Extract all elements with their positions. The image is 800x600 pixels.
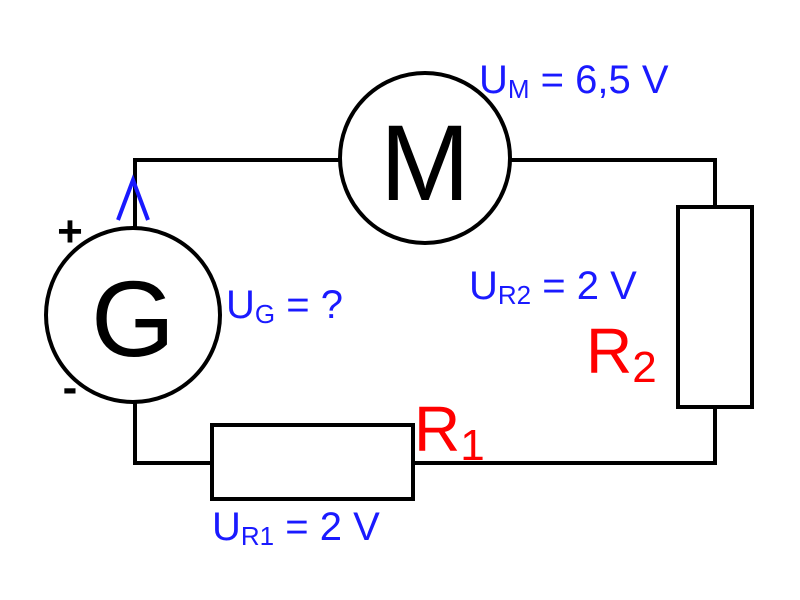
r1-name-letter: R	[414, 393, 460, 465]
r1-name-label: R1	[414, 393, 485, 470]
r1-name-subscript: 1	[460, 421, 484, 470]
generator-voltage-label: UG = ?	[226, 283, 343, 329]
r2-name-subscript: 2	[632, 343, 656, 392]
resistor-r1-body	[210, 423, 415, 501]
generator-voltage-value: = ?	[275, 283, 343, 327]
motor-voltage-value: = 6,5 V	[530, 58, 669, 102]
r2-name-label: R2	[586, 315, 657, 392]
motor-voltage-label: UM = 6,5 V	[479, 58, 669, 104]
resistor-r2	[676, 205, 754, 409]
resistor-r1	[210, 423, 415, 501]
wire-top-right	[510, 158, 717, 207]
r2-voltage-prefix: U	[469, 264, 498, 308]
motor-circle	[338, 71, 512, 245]
generator-symbol: G	[91, 258, 175, 379]
motor-symbol: M	[380, 102, 470, 223]
generator-voltage-subscript: G	[255, 299, 275, 329]
r2-name-letter: R	[586, 315, 632, 387]
r2-voltage-value: = 2 V	[531, 264, 637, 308]
r1-voltage-subscript: R1	[241, 521, 274, 551]
generator-plus-sign: +	[57, 207, 83, 256]
wires	[133, 158, 717, 465]
wire-right-bottom	[413, 407, 717, 465]
motor-voltage-prefix: U	[479, 58, 508, 102]
r1-voltage-value: = 2 V	[274, 505, 380, 549]
wire-top-left	[133, 158, 340, 227]
generator-voltage-prefix: U	[226, 283, 255, 327]
generator-circle	[44, 226, 222, 404]
motor-voltage-subscript: M	[508, 74, 530, 104]
generator: G + -	[44, 207, 222, 412]
r1-voltage-label: UR1 = 2 V	[212, 505, 380, 551]
generator-minus-sign: -	[63, 363, 78, 412]
voltage-arrow-icon	[116, 174, 150, 221]
r2-voltage-label: UR2 = 2 V	[469, 264, 637, 310]
wire-bottom-left	[133, 403, 212, 465]
resistor-r2-body	[676, 205, 754, 409]
r2-voltage-subscript: R2	[498, 280, 531, 310]
motor: M	[338, 71, 512, 245]
r1-voltage-prefix: U	[212, 505, 241, 549]
